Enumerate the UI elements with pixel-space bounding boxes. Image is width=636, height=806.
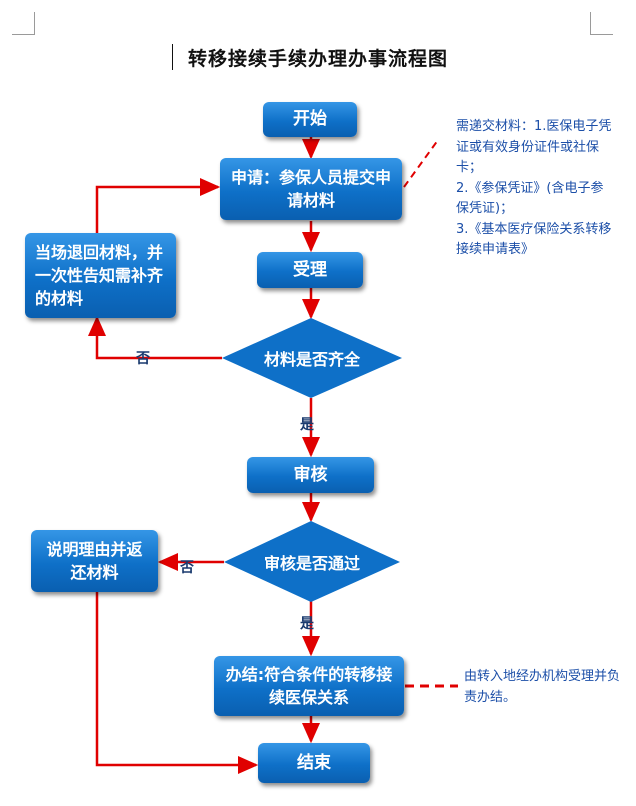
arrow-check-no-to-return: [88, 315, 222, 360]
materials-note-line-2: 2.《参保凭证》(含电子参保凭证)；: [456, 180, 604, 217]
handle-note: 由转入地经办机构受理并负责办结。: [464, 669, 621, 705]
arrow-return-to-apply: [95, 178, 221, 233]
text-cursor: [172, 44, 173, 70]
apply-node: 申请：参保人员提交申请材料: [220, 158, 402, 220]
page-title: 转移接续手续办理办事流程图: [187, 48, 448, 70]
materials-note: 需递交材料：1.医保电子凭证或有效身份证件或社保卡； 2.《参保凭证》(含电子参…: [456, 117, 616, 261]
diamond-review-pass: [224, 521, 400, 602]
start-node: 开始: [263, 102, 357, 137]
materials-note-line-1: 需递交材料：1.医保电子凭证或有效身份证件或社保卡；: [456, 119, 612, 176]
return-materials-node: 当场退回材料，并一次性告知需补齐的材料: [25, 233, 176, 318]
end-node: 结束: [258, 743, 370, 783]
edge-label-yes-review: 是: [300, 616, 314, 632]
check-materials-label: 材料是否齐全: [263, 350, 360, 369]
review-pass-label: 审核是否通过: [263, 553, 360, 573]
materials-note-line-3: 3.《基本医疗保险关系转移接续申请表》: [456, 221, 612, 258]
arrow-explain-to-end: [95, 592, 259, 774]
edge-label-no-review: 否: [180, 560, 194, 576]
accept-node: 受理: [257, 252, 363, 288]
note-connector-materials: [403, 139, 439, 188]
crop-mark-top-left: [12, 12, 35, 35]
crop-mark-top-right: [590, 12, 613, 35]
edge-label-yes-materials: 是: [300, 417, 314, 433]
edge-label-no-materials: 否: [136, 351, 150, 367]
review-node: 审核: [247, 457, 374, 493]
explain-return-node: 说明理由并返还材料: [31, 530, 158, 592]
diamond-check-materials: [222, 318, 402, 398]
handle-node: 办结:符合条件的转移接续医保关系: [214, 656, 404, 716]
